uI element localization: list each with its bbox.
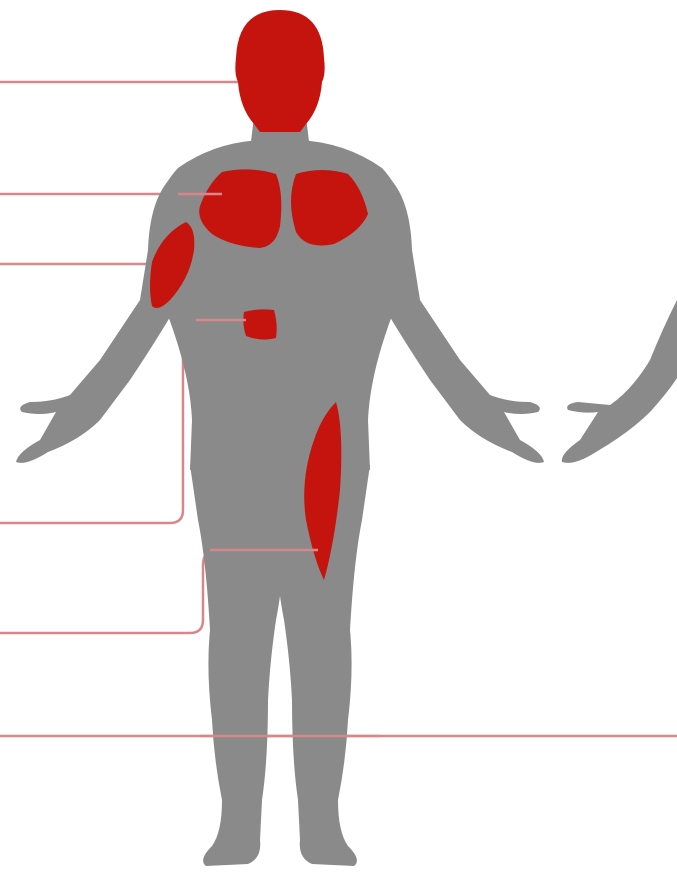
leg-left bbox=[190, 465, 286, 866]
partial-figure-arm bbox=[562, 300, 677, 463]
arm-left bbox=[16, 170, 196, 463]
head-highlight bbox=[235, 10, 324, 132]
arm-right bbox=[364, 170, 544, 463]
abdomen-highlight bbox=[243, 309, 276, 339]
